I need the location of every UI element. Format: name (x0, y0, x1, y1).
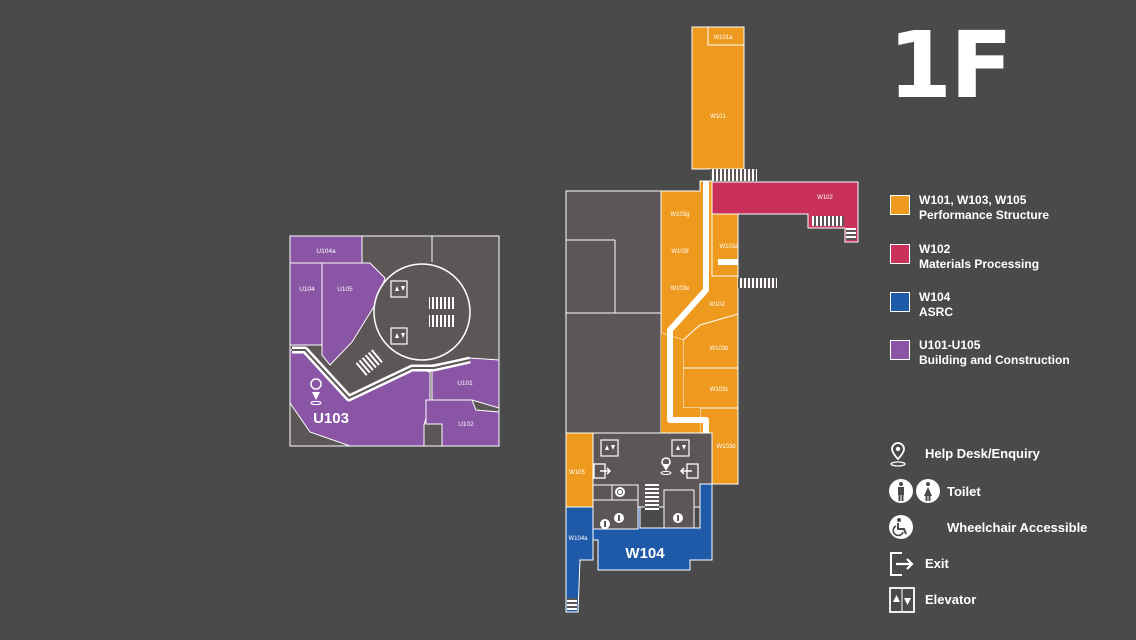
toilet-icon (614, 513, 624, 523)
room-w104a[interactable] (565, 506, 594, 613)
symbol-exit: Exit (888, 550, 1128, 578)
room-label-w105: W105 (569, 470, 585, 476)
room-label-u101: U101 (457, 380, 473, 387)
symbol-label: Elevator (925, 592, 977, 607)
symbol-elevator: Elevator (888, 586, 1128, 614)
help-desk-pin-icon (890, 442, 906, 467)
legend-swatch (890, 340, 910, 360)
legend-swatch (890, 195, 910, 215)
exit-icon (890, 552, 914, 576)
room-w102-materials[interactable] (711, 181, 859, 243)
legend-code: W101, W103, W105 (919, 193, 1027, 207)
room-label-w103d: W103d (716, 444, 735, 450)
room-label-w102-materials: W102 (817, 195, 833, 201)
elevator-icon (889, 587, 915, 613)
elevator-icon (671, 439, 690, 457)
elevator-icon (600, 439, 619, 457)
symbol-label: Exit (925, 556, 949, 571)
legend-name: Performance Structure (919, 208, 1050, 222)
room-u104[interactable] (289, 262, 323, 346)
legend-name: Materials Processing (919, 257, 1040, 271)
legend-code: W102 (919, 242, 951, 256)
legend-swatch (890, 244, 910, 264)
room-label-u103: U103 (313, 410, 349, 427)
room-u105[interactable] (321, 262, 386, 366)
wheelchair-icon (889, 515, 913, 539)
room-label-w102: W102 (709, 302, 725, 308)
room-u102[interactable] (425, 399, 500, 447)
room-label-u105: U105 (337, 286, 353, 293)
room-label-u104: U104 (299, 286, 315, 293)
symbol-toilet: Toilet (888, 478, 1128, 506)
stairs (355, 348, 385, 376)
legend-name: Building and Construction (919, 353, 1070, 367)
room-w104[interactable] (566, 483, 713, 571)
exit-icon (679, 463, 699, 479)
room-label-w103b: W103b (709, 346, 729, 352)
symbol-label: Wheelchair Accessible (947, 520, 1088, 535)
room-u104a[interactable] (289, 235, 363, 264)
room-label-w103g: W103g (670, 212, 689, 218)
help-desk-pin-icon (660, 457, 672, 475)
atrium (373, 263, 471, 361)
elevator-icon (390, 327, 408, 345)
symbol-label: Toilet (947, 484, 981, 499)
unassigned-block (565, 190, 662, 434)
stairs (429, 297, 455, 309)
toilet-icon (600, 519, 610, 529)
corridor (667, 181, 709, 433)
u-building: U104a U104 U105 U101 U102 U103 (289, 235, 500, 447)
room-label-w103c: W103c (710, 387, 729, 393)
symbol-label: Help Desk/Enquiry (925, 446, 1040, 461)
legend-name: ASRC (919, 305, 954, 319)
room-w101[interactable] (691, 26, 745, 170)
toilet-icon (889, 479, 940, 503)
room-label-u104a: U104a (316, 248, 336, 255)
room-label-w103f: W103f (671, 249, 689, 255)
elevator-icon (390, 280, 408, 298)
room-label-u102: U102 (458, 421, 474, 428)
wheelchair-icon (615, 487, 625, 497)
symbol-help-desk: Help Desk/Enquiry (888, 440, 1128, 468)
room-label-w104: W104 (625, 545, 665, 562)
legend-code: U101-U105 (919, 338, 981, 352)
exit-icon (593, 463, 612, 479)
stairs (429, 315, 455, 327)
help-desk-pin-icon (310, 378, 322, 406)
w-building: W101a W101 W102 W103g W103f W103e W103a … (565, 26, 859, 613)
legend-swatch (890, 292, 910, 312)
symbol-wheelchair: Wheelchair Accessible (888, 514, 1128, 542)
room-label-w101: W101 (710, 114, 726, 120)
room-label-w103a: W103a (719, 244, 739, 250)
stairs (710, 169, 757, 181)
floor-label: 1F (888, 12, 1013, 119)
room-label-w104a: W104a (568, 536, 588, 542)
room-w101a[interactable] (707, 26, 745, 46)
toilet-icon (673, 513, 683, 523)
legend-code: W104 (919, 290, 951, 304)
room-label-w101a: W101a (713, 35, 733, 41)
room-label-w103e: W103e (670, 286, 690, 292)
